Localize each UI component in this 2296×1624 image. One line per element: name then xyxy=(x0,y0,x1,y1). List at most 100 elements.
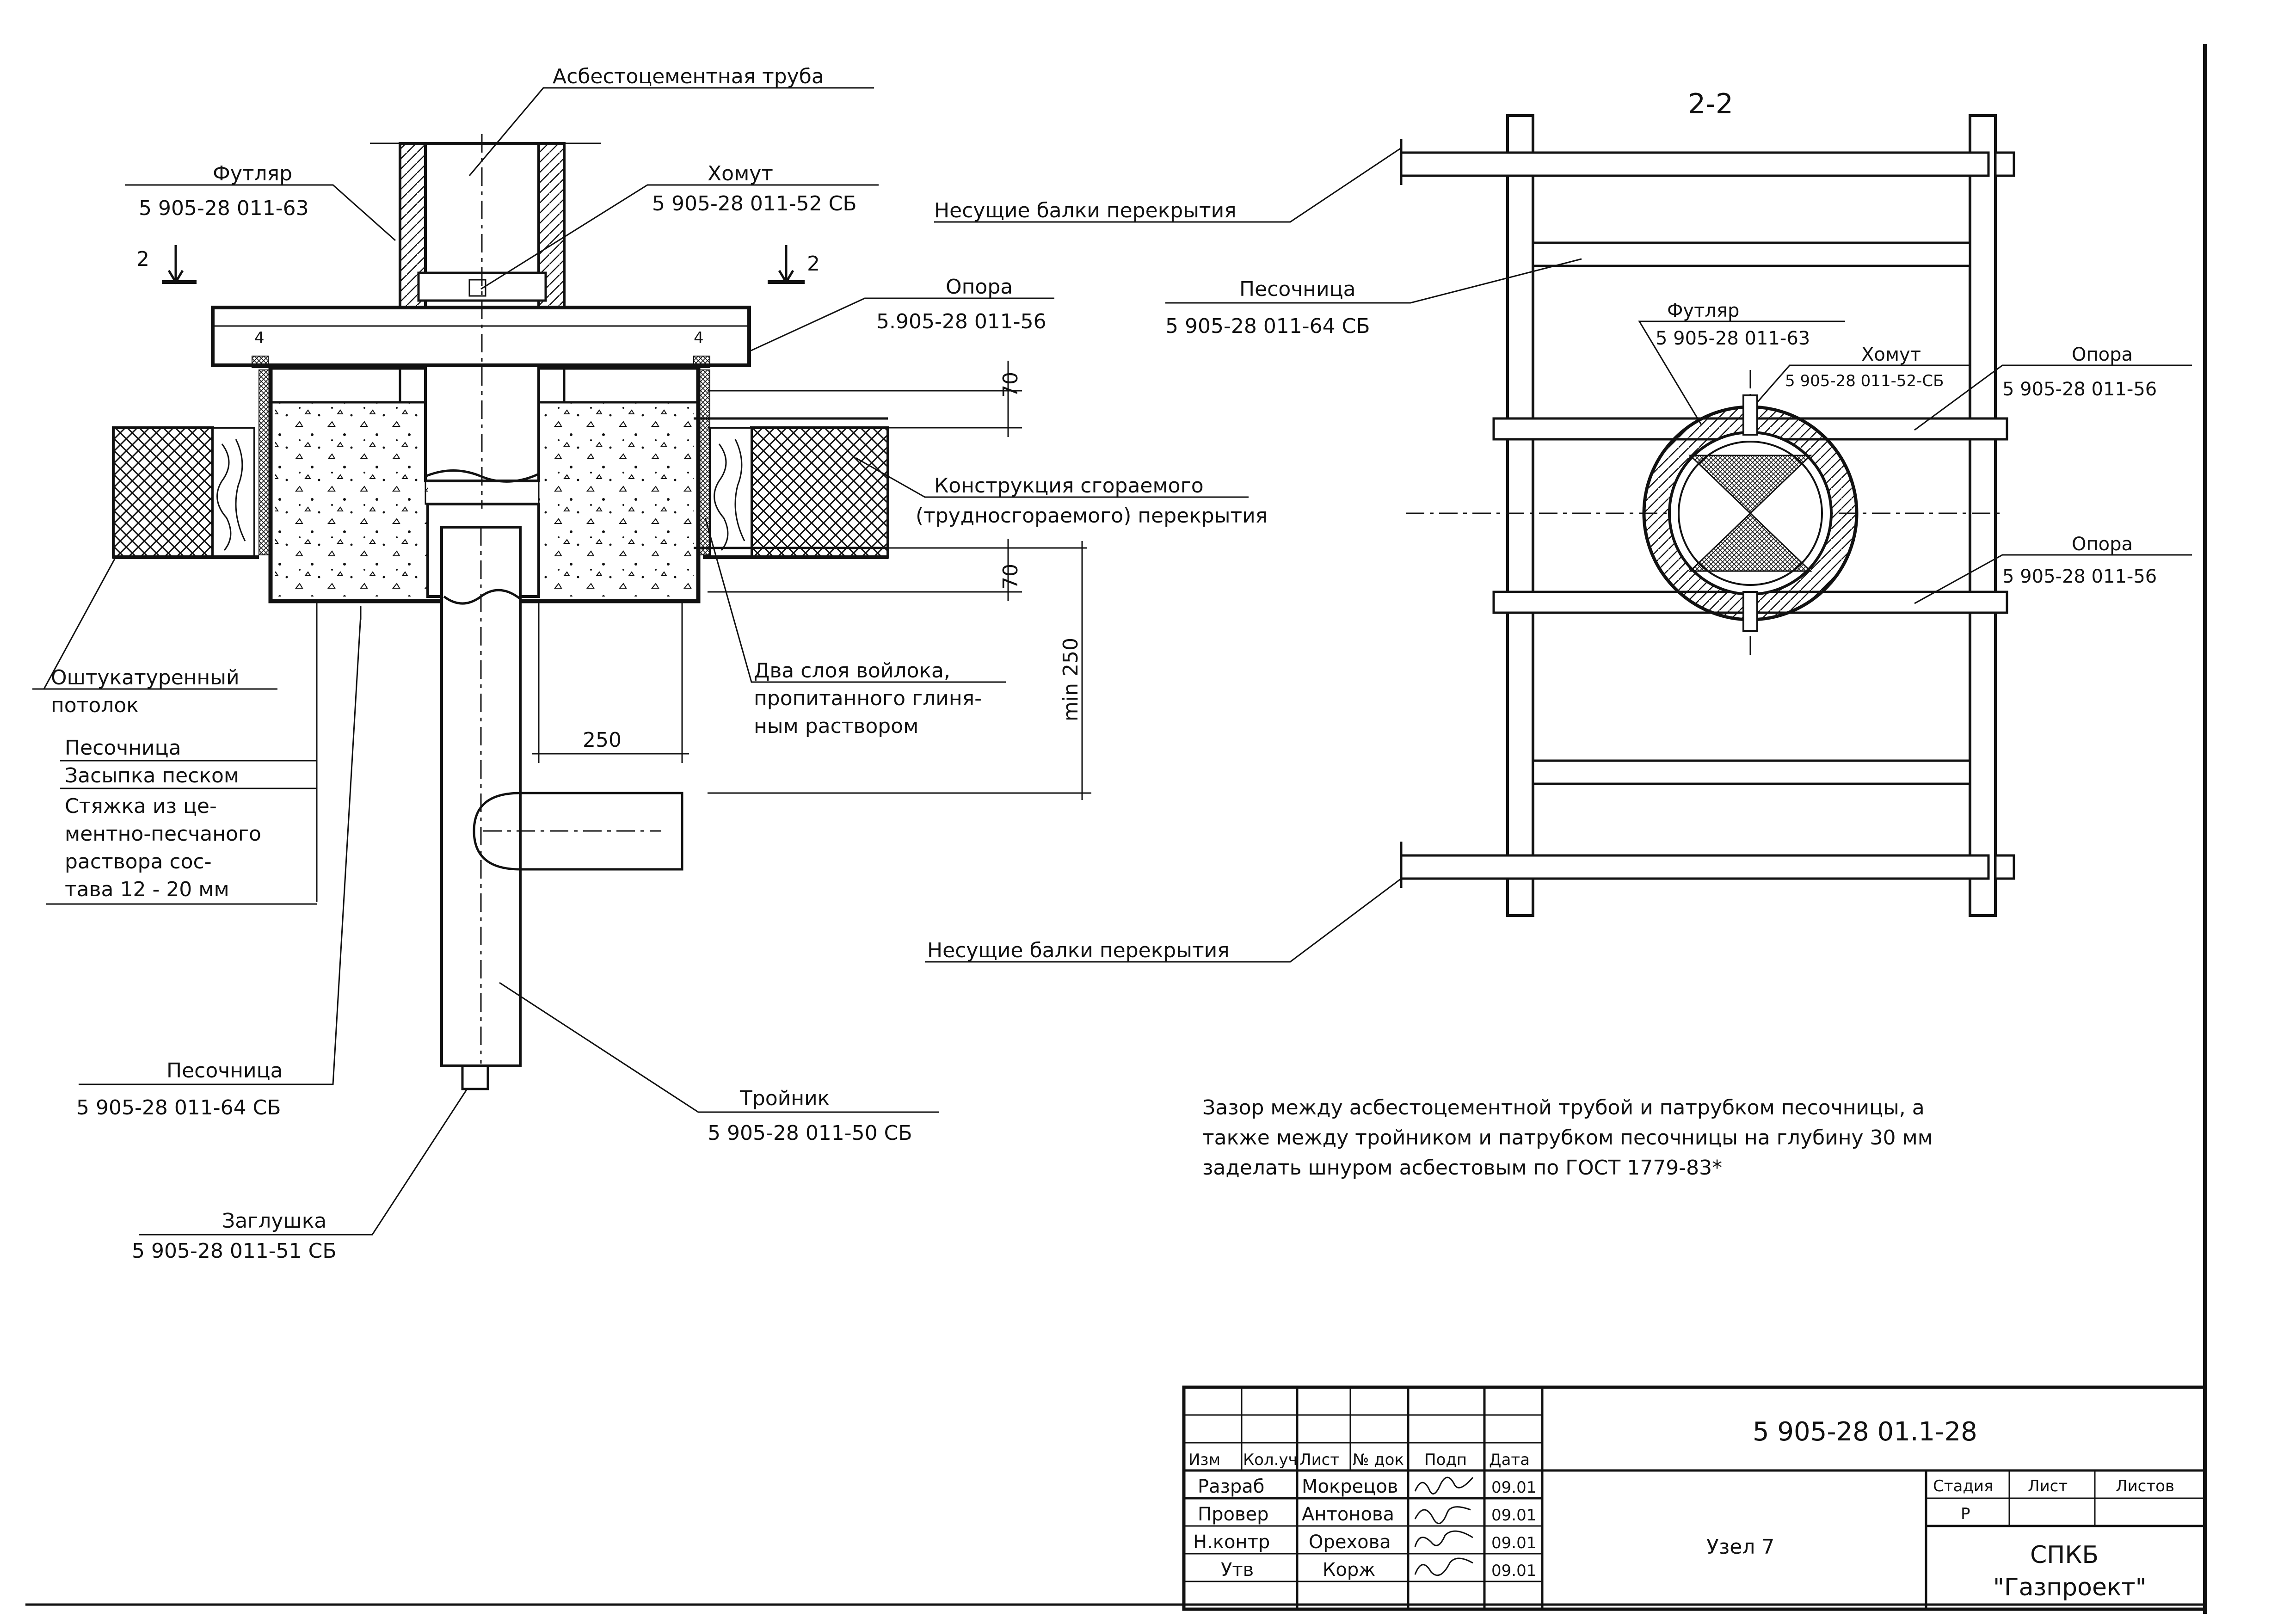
label-tee-code: 5 905-28 011-50 СБ xyxy=(708,1121,912,1145)
bearing-beam-top xyxy=(1400,151,1990,177)
support-beam xyxy=(211,306,751,367)
tb-header-list: Лист xyxy=(1299,1451,1339,1469)
label-screed-4: тава 12 - 20 мм xyxy=(65,878,229,901)
label-combustible-1: Конструкция сгораемого xyxy=(934,474,1204,498)
label-screed-3: раствора сос- xyxy=(65,850,212,874)
label-ceiling-2: потолок xyxy=(51,694,139,717)
label-sandbox2-code: 5 905-28 011-64 СБ xyxy=(76,1096,281,1120)
label-sandbox2-name: Песочница xyxy=(166,1059,283,1083)
label-r-sandbox-code: 5 905-28 011-64 СБ xyxy=(1165,314,1370,338)
tb-header-ndok: № док xyxy=(1353,1451,1404,1469)
note-line-3: заделать шнуром асбестовым по ГОСТ 1779-… xyxy=(1202,1156,1722,1180)
dim-4-right: 4 xyxy=(694,329,704,347)
sandbox-frame-bottom xyxy=(1532,759,1971,785)
label-case-code: 5 905-28 011-63 xyxy=(139,197,309,220)
label-case-name: Футляр xyxy=(213,162,292,185)
floor-slab-right xyxy=(750,426,889,559)
label-support-name: Опора xyxy=(946,275,1013,299)
label-r-support1-code: 5 905-28 011-56 xyxy=(2002,379,2157,400)
label-beams-bottom: Несущие балки перекрытия xyxy=(927,939,1230,962)
tb-row-name: Орехова xyxy=(1309,1532,1391,1553)
sand-fill-left xyxy=(275,402,428,597)
label-ceiling-1: Оштукатуренный xyxy=(51,666,240,689)
tb-row-role: Разраб xyxy=(1198,1476,1264,1497)
tb-row-date: 09.01 xyxy=(1491,1562,1536,1580)
label-felt-3: ным раствором xyxy=(754,714,918,738)
tb-row-name: Мокрецов xyxy=(1302,1476,1398,1497)
clamp-bolt-bottom xyxy=(1742,591,1758,632)
tb-row-name: Корж xyxy=(1323,1559,1375,1581)
tb-header-izm: Изм xyxy=(1188,1451,1220,1469)
section-fill-bottom xyxy=(1688,512,1812,572)
tee-branch xyxy=(473,792,683,871)
general-note: Зазор между асбестоцементной трубой и па… xyxy=(1202,1096,1933,1180)
bearing-beam-bottom xyxy=(1400,854,1990,880)
label-clamp-name: Хомут xyxy=(708,162,773,185)
title-block: Изм Кол.уч Лист № док Подп Дата Разраб М… xyxy=(1182,1385,2207,1611)
label-beams-top: Несущие балки перекрытия xyxy=(934,199,1237,222)
label-sandbox: Песочница xyxy=(65,736,181,760)
section-mark-left: 2 xyxy=(136,247,149,271)
dim-min250: min 250 xyxy=(1059,638,1083,721)
rail-left xyxy=(1506,114,1534,917)
label-plug-code: 5 905-28 011-51 СБ xyxy=(132,1239,337,1263)
wood-beam-right xyxy=(709,427,752,558)
tb-org-2: "Газпроект" xyxy=(1993,1574,2147,1601)
tb-row-date: 09.01 xyxy=(1491,1534,1536,1552)
floor-slab-left xyxy=(112,426,214,559)
label-felt-1: Два слоя войлока, xyxy=(754,659,950,683)
tb-row-role: Провер xyxy=(1198,1504,1269,1525)
tb-stage-value: Р xyxy=(1961,1505,1970,1523)
signature xyxy=(1414,1530,1473,1547)
tb-row-role: Н.контр xyxy=(1193,1532,1270,1553)
label-r-clamp-code: 5 905-28 011-52-СБ xyxy=(1785,372,1944,390)
signature xyxy=(1414,1506,1471,1525)
tb-row-date: 09.01 xyxy=(1491,1478,1536,1497)
tb-header-kol: Кол.уч xyxy=(1243,1451,1298,1469)
signature xyxy=(1414,1557,1473,1576)
tb-stage-header: Стадия xyxy=(1933,1477,1993,1495)
tb-listov-header: Листов xyxy=(2116,1477,2174,1495)
label-support-code: 5.905-28 011-56 xyxy=(876,310,1046,333)
label-r-case-name: Футляр xyxy=(1667,300,1739,321)
dim-4-left: 4 xyxy=(254,329,265,347)
sand-fill-right xyxy=(539,402,694,597)
tb-row-name: Антонова xyxy=(1302,1504,1394,1525)
section-title: 2-2 xyxy=(1688,88,1733,120)
signature xyxy=(1414,1476,1474,1495)
label-r-support1-name: Опора xyxy=(2072,344,2133,365)
section-fill-top xyxy=(1688,455,1812,515)
tb-row-role: Утв xyxy=(1221,1559,1254,1581)
sandbox-frame-top xyxy=(1532,241,1971,267)
plan-view-2-2: 2-2 Несущие балки перекрытия xyxy=(925,88,2192,963)
label-screed-1: Стяжка из це- xyxy=(65,794,217,818)
tb-sheet-title: Узел 7 xyxy=(1706,1535,1774,1559)
label-r-support2-name: Опора xyxy=(2072,534,2133,555)
wood-beam-left xyxy=(212,427,255,558)
tb-list-header: Лист xyxy=(2028,1477,2068,1495)
dim-70-top: 70 xyxy=(999,372,1022,398)
tb-header-podp: Подп xyxy=(1424,1451,1467,1469)
tb-header-data: Дата xyxy=(1489,1451,1530,1469)
section-view: 70 70 min 250 250 4 4 2 2 Асбестоцементн… xyxy=(32,65,1268,1263)
clamp-bolt-top xyxy=(1742,394,1758,436)
tb-row-date: 09.01 xyxy=(1491,1506,1536,1525)
section-mark-right: 2 xyxy=(807,252,820,276)
label-tee-name: Тройник xyxy=(739,1087,830,1110)
label-plug-name: Заглушка xyxy=(222,1209,326,1233)
rail-right xyxy=(1969,114,1997,917)
label-sand-fill: Засыпка песком xyxy=(65,764,239,787)
tb-org-1: СПКБ xyxy=(2030,1541,2099,1569)
label-combustible-2: (трудносгораемого) перекрытия xyxy=(916,504,1268,528)
label-screed-2: ментно-песчаного xyxy=(65,822,261,846)
tb-doc-number: 5 905-28 01.1-28 xyxy=(1753,1417,1977,1447)
dim-70-bottom: 70 xyxy=(999,564,1022,590)
note-line-2: также между тройником и патрубком песочн… xyxy=(1202,1126,1933,1150)
label-asbestos-pipe: Асбестоцементная труба xyxy=(553,65,824,88)
note-line-1: Зазор между асбестоцементной трубой и па… xyxy=(1202,1096,1925,1120)
label-clamp-code: 5 905-28 011-52 СБ xyxy=(652,192,857,215)
label-r-support2-code: 5 905-28 011-56 xyxy=(2002,566,2157,587)
dim-250: 250 xyxy=(583,728,622,752)
label-felt-2: пропитанного глиня- xyxy=(754,687,982,710)
